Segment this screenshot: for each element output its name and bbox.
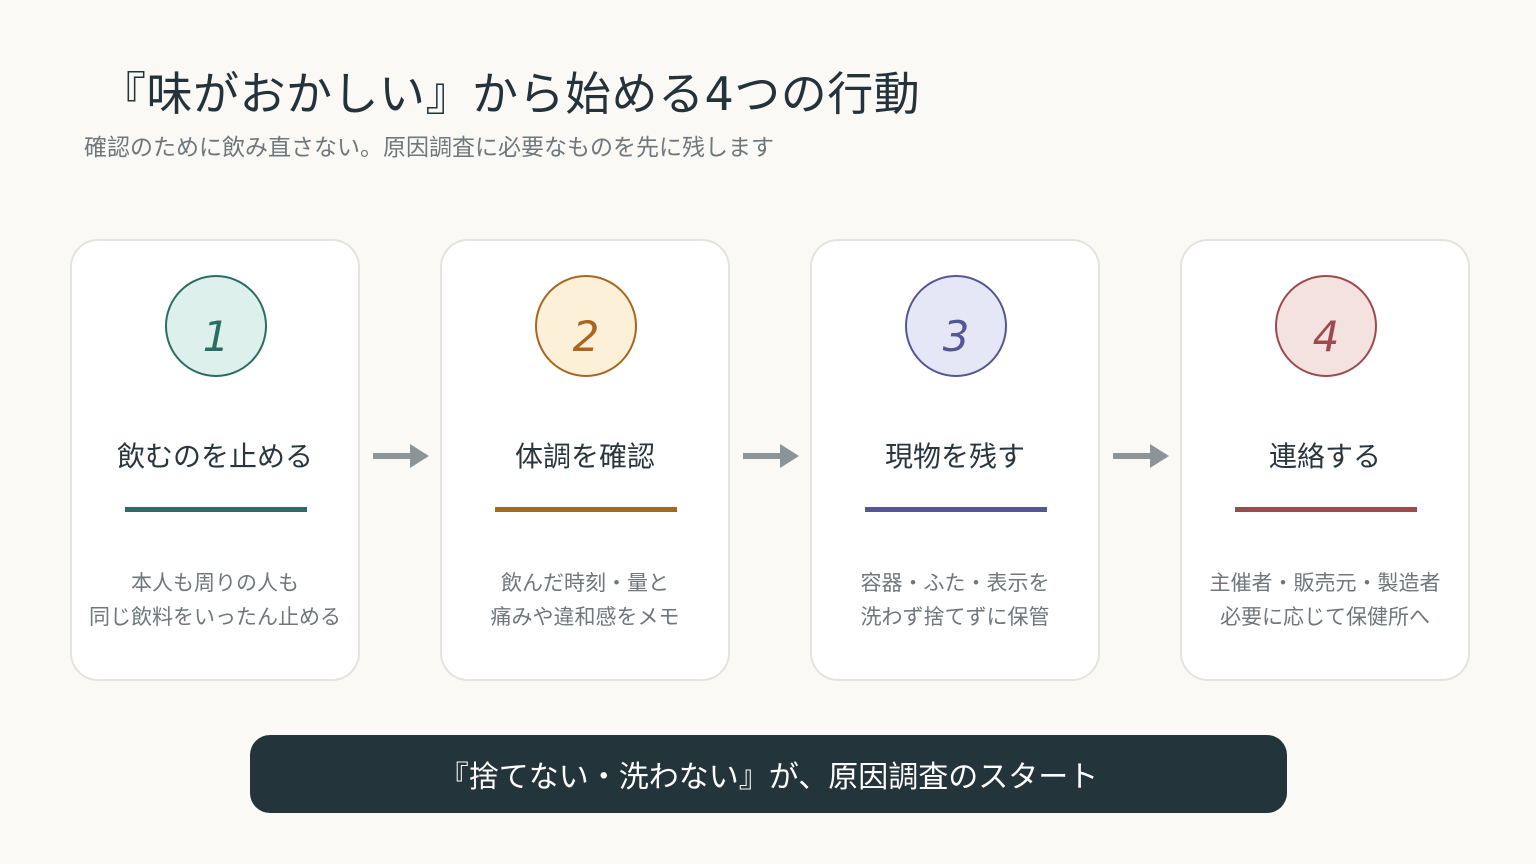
step-description-3: 容器・ふた・表示を 洗わず捨てずに保管 <box>812 566 1098 634</box>
arrow-right-icon <box>1113 444 1169 468</box>
step-number-circle-3: 3 <box>905 275 1007 377</box>
step-number-4: 4 <box>1312 312 1340 361</box>
step-divider-4 <box>1235 507 1417 512</box>
page-title: 『味がおかしい』から始める4つの行動 <box>100 67 921 121</box>
step-number-circle-2: 2 <box>535 275 637 377</box>
arrow-right-icon <box>743 444 799 468</box>
step-number-2: 2 <box>572 312 600 361</box>
step-description-2-line-1: 飲んだ時刻・量と <box>501 571 669 595</box>
step-title-3: 現物を残す <box>884 440 1025 473</box>
footer-text: 『捨てない・洗わない』が、原因調査のスタート <box>438 760 1099 795</box>
step-number-circle-4: 4 <box>1275 275 1377 377</box>
arrow-right-icon <box>373 444 429 468</box>
step-number-1: 1 <box>202 312 230 361</box>
step-title-2: 体調を確認 <box>514 440 655 473</box>
step-divider-2 <box>495 507 677 512</box>
step-card-3: 3 現物を残す 容器・ふた・表示を 洗わず捨てずに保管 <box>810 239 1100 681</box>
step-card-2: 2 体調を確認 飲んだ時刻・量と 痛みや違和感をメモ <box>440 239 730 681</box>
step-card-1: 1 飲むのを止める 本人も周りの人も 同じ飲料をいったん止める <box>70 239 360 681</box>
footer-banner: 『捨てない・洗わない』が、原因調査のスタート <box>250 735 1287 813</box>
step-card-4: 4 連絡する 主催者・販売元・製造者 必要に応じて保健所へ <box>1180 239 1470 681</box>
step-number-circle-1: 1 <box>165 275 267 377</box>
step-title-1: 飲むのを止める <box>116 440 313 473</box>
step-description-4: 主催者・販売元・製造者 必要に応じて保健所へ <box>1182 566 1468 634</box>
step-description-3-line-2: 洗わず捨てずに保管 <box>860 605 1050 629</box>
step-description-3-line-1: 容器・ふた・表示を <box>860 571 1050 595</box>
step-number-3: 3 <box>942 312 970 361</box>
step-description-4-line-2: 必要に応じて保健所へ <box>1220 605 1430 629</box>
step-divider-3 <box>865 507 1047 512</box>
step-divider-1 <box>125 507 307 512</box>
step-title-4: 連絡する <box>1268 440 1381 473</box>
step-description-1-line-1: 本人も周りの人も <box>131 571 299 595</box>
step-description-1: 本人も周りの人も 同じ飲料をいったん止める <box>72 566 358 634</box>
step-description-4-line-1: 主催者・販売元・製造者 <box>1209 571 1441 595</box>
step-description-2-line-2: 痛みや違和感をメモ <box>490 605 680 629</box>
page-subtitle: 確認のために飲み直さない。原因調査に必要なものを先に残します <box>84 135 774 161</box>
step-description-2: 飲んだ時刻・量と 痛みや違和感をメモ <box>442 566 728 634</box>
step-description-1-line-2: 同じ飲料をいったん止める <box>89 605 341 629</box>
